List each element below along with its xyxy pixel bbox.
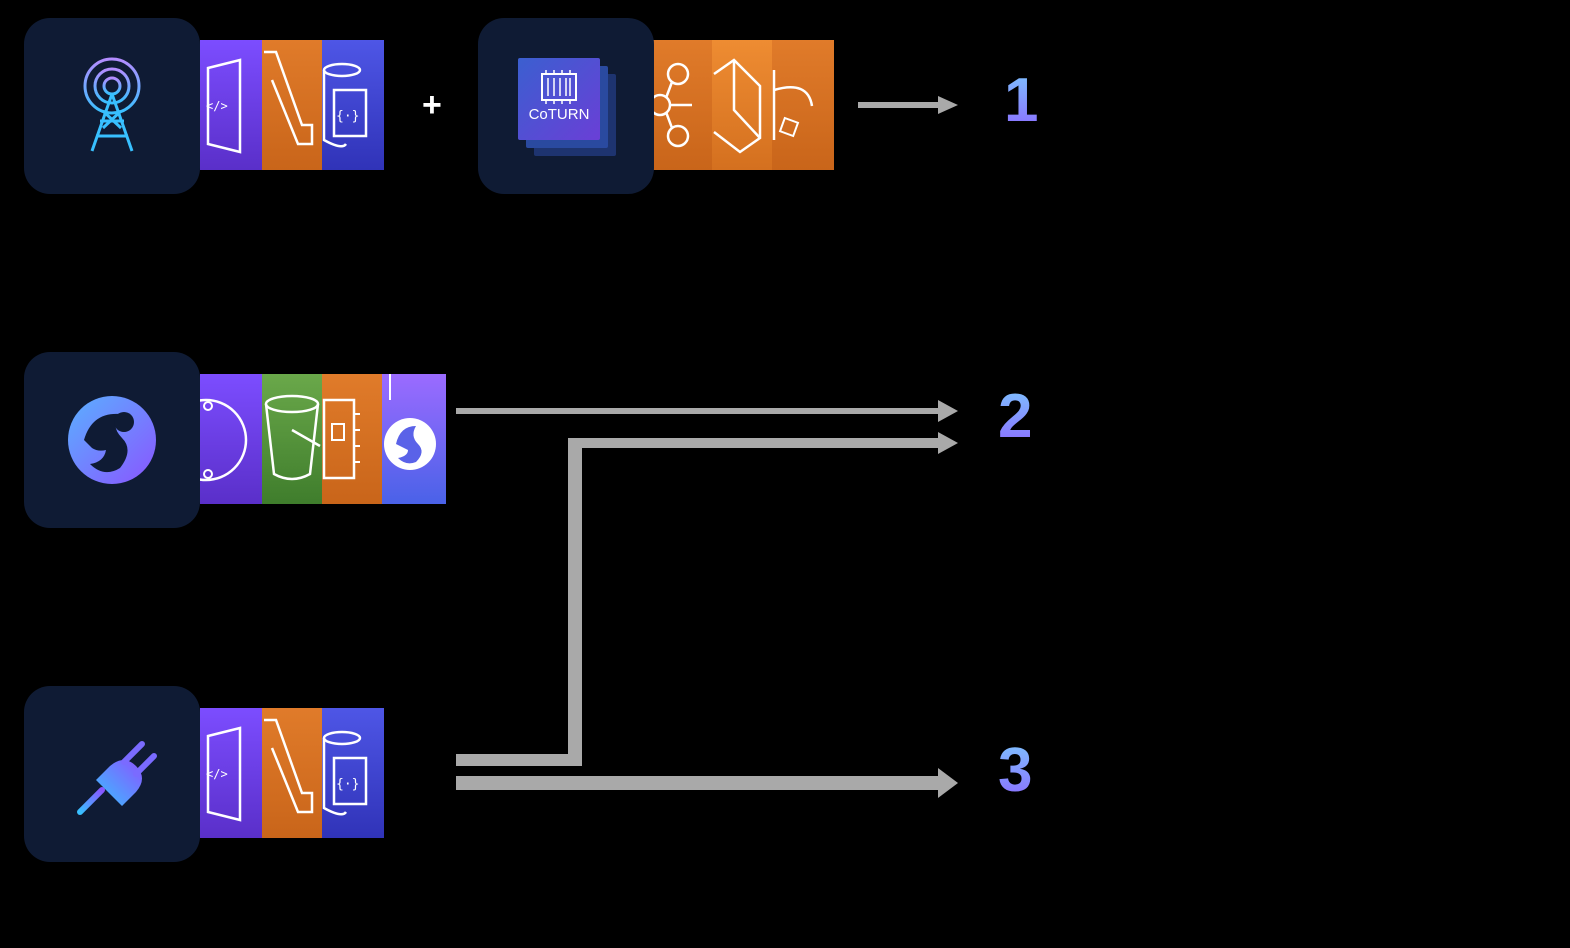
ec2-service [712,40,774,170]
ec2-icon [713,58,762,154]
svg-text:{·}: {·} [336,777,359,792]
api-gateway-service-2: </> [200,708,262,838]
connector-api-to-step-2 [456,432,958,766]
svg-text:</>: </> [206,767,228,781]
step-2-number: 2 [998,382,1033,451]
chip-icon [541,70,577,104]
otter-logo-icon [68,396,156,484]
signaling-label: Signaling server [24,228,235,258]
step-3-text: Provides REST APIs to integrate with thi… [1062,744,1539,819]
plus-sign: + [422,86,442,124]
coturn-label: CoTURN [528,106,590,123]
coturn-badge: CoTURN [518,58,600,140]
ecs-icon [772,70,814,140]
dynamodb-icon: {·} [322,730,368,816]
svg-text:{·}: {·} [336,109,359,124]
api-gateway-service: </> [200,40,262,170]
appsync-icon [200,398,248,482]
svg-text:</>: </> [206,99,228,113]
connector-baseline-to-step-2 [456,400,958,422]
baseline-app-tile [24,352,200,528]
api-gateway-icon: </> [206,726,242,822]
dynamodb-icon: {·} [322,62,368,148]
connector-signaling-to-step-1 [858,96,958,114]
step-3-number: 3 [998,736,1033,805]
connector-api-to-step-3 [456,768,958,798]
ecs-service [772,40,834,170]
lambda-icon [264,718,314,814]
chip-service-icon [322,398,360,480]
signaling-app-tile [24,18,200,194]
s3-bucket-icon [264,394,321,481]
baseline-label: Baseline Otter [24,562,208,592]
otter-mini-icon [384,374,436,470]
api-services-strip: </> {·} [200,708,384,838]
load-balancer-service [652,40,714,170]
api-gateway-icon: </> [206,58,242,154]
lambda-service [262,40,324,170]
appsync-service [200,374,262,504]
lambda-icon [264,50,314,146]
step-1-text: Establishes the initial session and sign… [1062,72,1504,187]
step-1-number: 1 [1004,66,1039,135]
turn-services-strip [652,40,834,170]
turn-label: Server TURN relays [478,228,730,258]
lambda-service-2 [262,708,324,838]
dynamodb-service-2: {·} [322,708,384,838]
radio-tower-icon [83,57,141,152]
compute-chip-service [322,374,384,504]
api-label: API Server [24,896,161,926]
baseline-services-strip [200,374,446,504]
s3-service [262,374,324,504]
turn-app-tile: CoTURN [478,18,654,194]
signaling-services-strip: </> {·} [200,40,384,170]
api-app-tile [24,686,200,862]
dynamodb-service: {·} [322,40,384,170]
otter-service [382,374,446,504]
plug-icon [77,741,157,815]
load-balancer-icon [652,62,692,148]
step-2-text: Publishes live streams to the websocket … [1062,390,1490,505]
